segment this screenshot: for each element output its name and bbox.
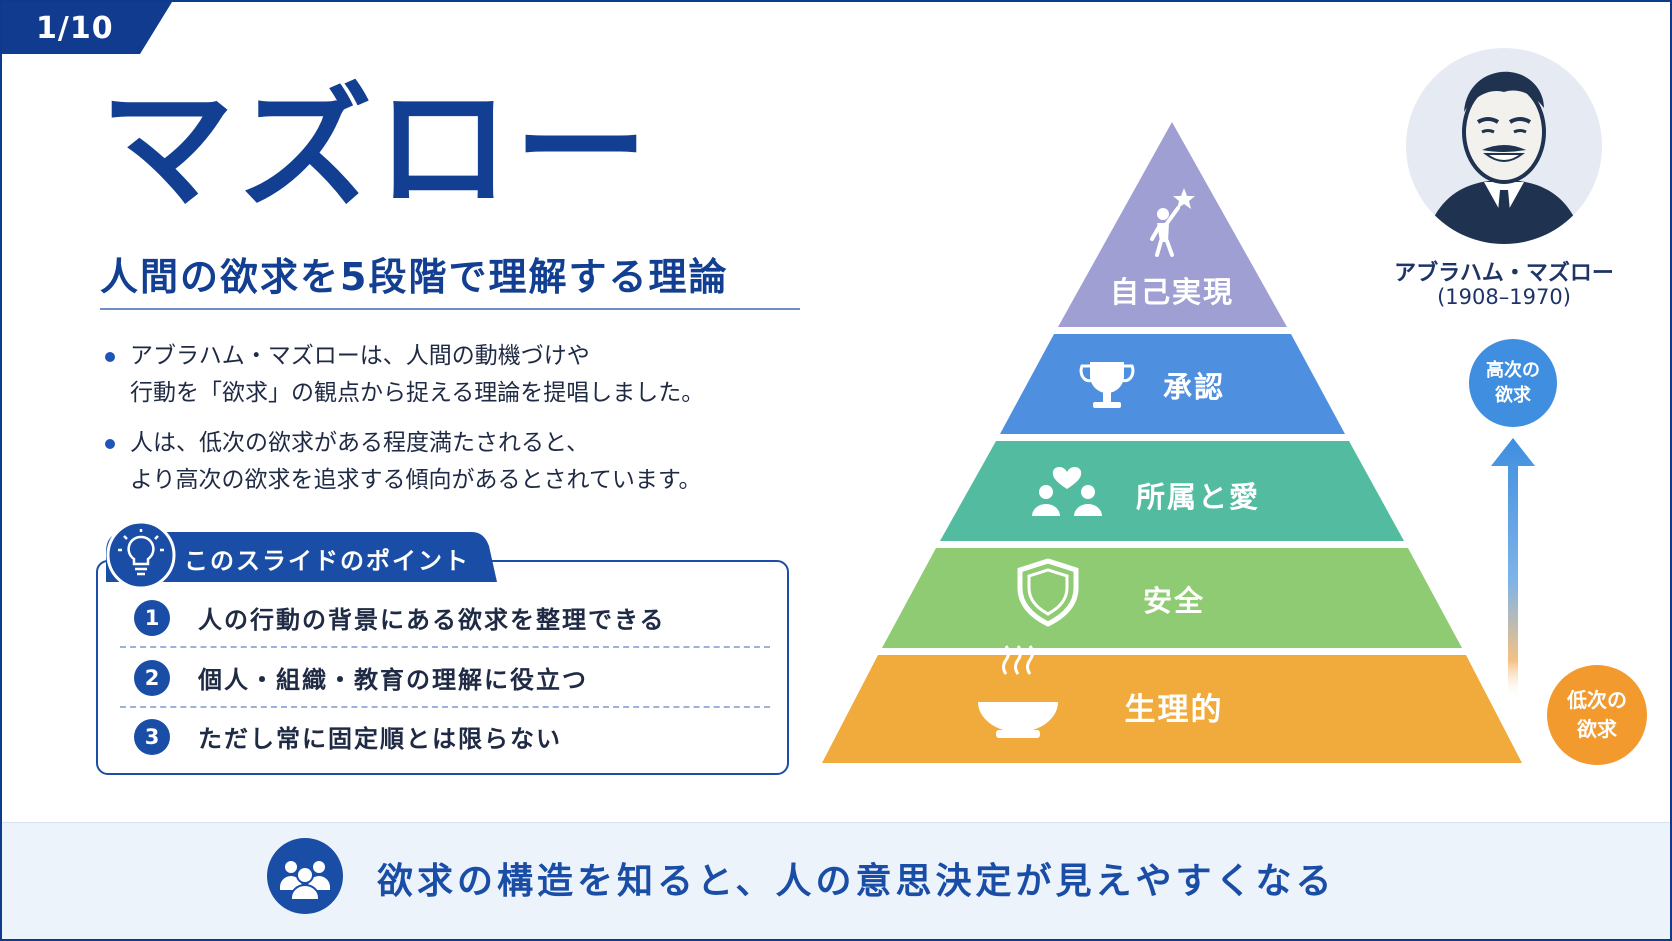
- bullet-item: アブラハム・マズローは、人間の動機づけや 行動を「欲求」の観点から捉える理論を提…: [104, 338, 804, 412]
- pyramid-label-self-actualization: 自己実現: [1110, 275, 1234, 309]
- pyramid-label-esteem: 承認: [1163, 370, 1225, 404]
- point-item: 1 人の行動の背景にある欲求を整理できる: [120, 588, 770, 648]
- page-indicator-tab: [2, 2, 172, 54]
- self-actualization-icon: [1150, 188, 1195, 257]
- bullet-line: 行動を「欲求」の観点から捉える理論を提唱しました。: [130, 380, 705, 406]
- bowl-icon: [978, 645, 1058, 738]
- title-divider: [100, 308, 800, 310]
- bullet-list: アブラハム・マズローは、人間の動機づけや 行動を「欲求」の観点から捉える理論を提…: [104, 338, 804, 512]
- point-item: 2 個人・組織・教育の理解に役立つ: [120, 648, 770, 708]
- arrow-up-icon: [1491, 438, 1535, 700]
- badge-line: 低次の: [1567, 688, 1627, 712]
- trophy-icon: [1079, 362, 1135, 408]
- pyramid-label-belonging: 所属と愛: [1136, 480, 1260, 514]
- point-number: 3: [134, 719, 170, 755]
- bullet-line: より高次の欲求を追求する傾向があるとされています。: [130, 467, 702, 493]
- bullet-line: 人は、低次の欲求がある程度満たされると、: [130, 430, 590, 456]
- badge-line: 欲求: [1495, 385, 1531, 406]
- maslow-portrait: [1406, 48, 1602, 244]
- pyramid-tier-self-actualization: [1058, 122, 1287, 327]
- point-number: 1: [134, 600, 170, 636]
- bullet-item: 人は、低次の欲求がある程度満たされると、 より高次の欲求を追求する傾向があるとさ…: [104, 425, 804, 499]
- points-title: このスライドのポイント: [184, 547, 470, 575]
- pyramid-label-safety: 安全: [1143, 584, 1205, 618]
- people-heart-icon: [1032, 466, 1102, 516]
- page-indicator: 1/10: [36, 11, 114, 46]
- point-text: ただし常に固定順とは限らない: [198, 725, 562, 753]
- pyramid-label-physiological: 生理的: [1125, 692, 1224, 728]
- badge-line: 欲求: [1577, 717, 1617, 741]
- point-text: 個人・組織・教育の理解に役立つ: [198, 666, 588, 694]
- point-item: 3 ただし常に固定順とは限らない: [120, 707, 770, 765]
- pyramid-tier-safety: [882, 548, 1462, 648]
- page-title: マズロー: [100, 71, 653, 227]
- person-years: (1908–1970): [1437, 285, 1571, 309]
- badge-line: 高次の: [1486, 360, 1540, 381]
- low-level-badge: 低次の 欲求: [1547, 665, 1647, 765]
- person-name: アブラハム・マズロー: [1394, 261, 1614, 286]
- points-box: [96, 560, 789, 775]
- bullet-line: アブラハム・マズローは、人間の動機づけや: [130, 343, 590, 369]
- points-header-tab: [106, 532, 497, 582]
- footer-message: 欲求の構造を知ると、人の意思決定が見えやすくなる: [377, 861, 1336, 902]
- pyramid-tier-esteem: [1000, 334, 1345, 434]
- point-text: 人の行動の背景にある欲求を整理できる: [198, 606, 666, 634]
- group-icon: [267, 838, 343, 914]
- high-level-badge: 高次の 欲求: [1469, 339, 1557, 427]
- page-subtitle: 人間の欲求を5段階で理解する理論: [100, 255, 729, 299]
- lightbulb-icon: [106, 520, 176, 590]
- point-number: 2: [134, 660, 170, 696]
- shield-icon: [1017, 558, 1079, 627]
